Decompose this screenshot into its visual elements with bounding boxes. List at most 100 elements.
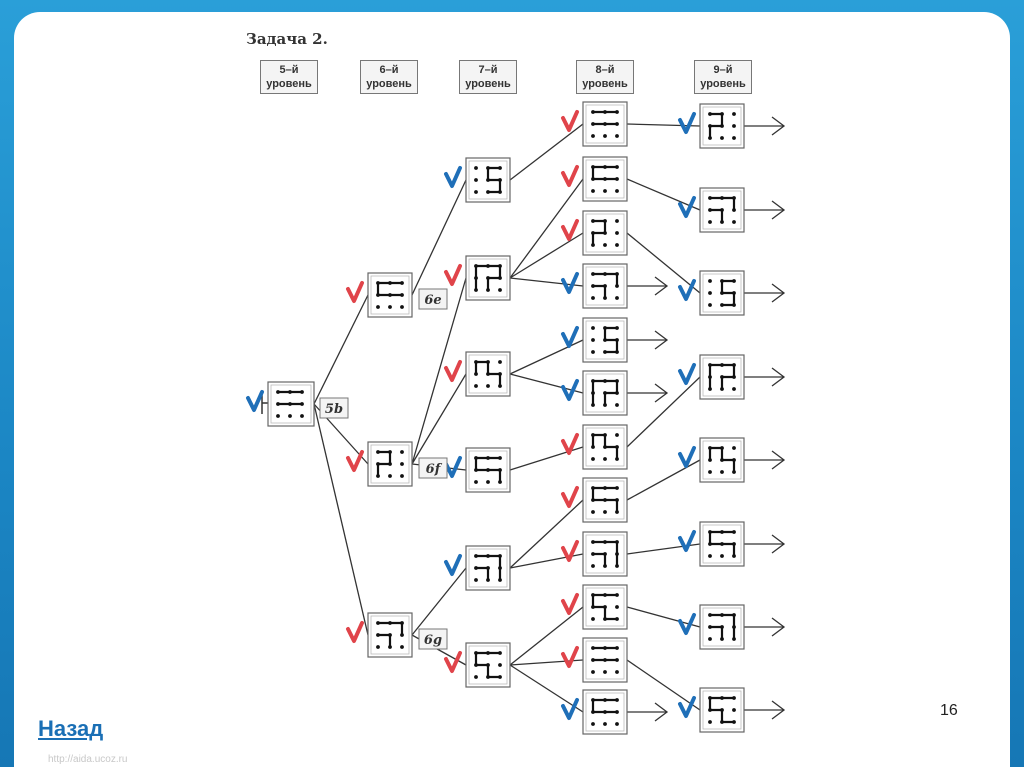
tree-edge [626,459,701,501]
blue-check-icon [678,613,696,635]
svg-text:5b: 5b [325,402,343,417]
blue-check-icon [678,279,696,301]
red-check-icon [561,219,579,241]
continuation-arrow [744,200,786,220]
tree-node [582,424,628,470]
tree-node [699,604,745,650]
red-check-icon [561,486,579,508]
blue-check-icon [444,554,462,576]
tree-node [367,441,413,487]
tree-edge [626,178,701,211]
tree-edge [626,376,701,448]
tree-node [582,210,628,256]
tree-node [367,272,413,318]
tree-node [582,689,628,735]
continuation-arrow [627,383,669,403]
node-label-5b: 5b [319,397,349,419]
tree-node [699,270,745,316]
tree-node [465,351,511,397]
tree-node [465,447,511,493]
continuation-arrow [744,367,786,387]
tree-edge [411,373,467,465]
page-number: 16 [940,702,958,719]
tree-edge [626,606,701,628]
root-bracket [261,392,268,414]
tree-node [582,477,628,523]
node-label-6f: 6f [418,457,448,479]
tree-edge [509,123,584,181]
node-label-6e: 6e [418,288,448,310]
continuation-arrow [744,116,786,136]
tree-edge [509,373,584,394]
tree-edge [509,178,584,279]
task-title: Задача 2. [246,30,328,48]
blue-check-icon [678,696,696,718]
red-check-icon [561,110,579,132]
back-link[interactable]: Назад [38,716,104,741]
red-check-icon [444,651,462,673]
blue-check-icon [678,446,696,468]
svg-text:6g: 6g [424,633,442,648]
tree-edge [509,339,584,375]
tree-node [582,156,628,202]
red-check-icon [561,593,579,615]
continuation-arrow [744,283,786,303]
tree-edge [509,232,584,279]
tree-node [699,437,745,483]
blue-check-icon [678,363,696,385]
tree-node [582,370,628,416]
tree-node [699,687,745,733]
tree-edge [509,664,584,713]
continuation-arrow [627,276,669,296]
continuation-arrow [744,534,786,554]
tree-edge [411,179,467,296]
tree-node [582,317,628,363]
blue-check-icon [246,390,264,412]
red-check-icon [346,450,364,472]
tree-edge [509,606,584,666]
tree-node [465,255,511,301]
tree-node [582,584,628,630]
blue-check-icon [561,272,579,294]
tree-node [367,612,413,658]
tree-node [267,381,315,427]
tree-node [582,637,628,683]
node-label-6g: 6g [418,628,448,650]
svg-text:6f: 6f [426,462,443,477]
blue-check-icon [678,112,696,134]
tree-edge [509,499,584,569]
red-check-icon [561,646,579,668]
blue-check-icon [561,379,579,401]
blue-check-icon [444,166,462,188]
continuation-arrow [744,450,786,470]
tree-node [582,101,628,147]
tree-node [699,354,745,400]
tree-node [699,103,745,149]
tree-node [582,531,628,577]
continuation-arrow [744,617,786,637]
red-check-icon [346,621,364,643]
tree-node [582,263,628,309]
tree-node [465,157,511,203]
tree-edge [626,232,701,294]
blue-check-icon [444,456,462,478]
continuation-arrow [627,330,669,350]
tree-edge [411,567,467,636]
blue-check-icon [561,326,579,348]
tree-edge [313,294,369,405]
continuation-arrow [627,702,669,722]
tree-edge [626,659,701,711]
tree-edge [411,277,467,465]
tree-node [699,521,745,567]
red-check-icon [346,281,364,303]
tree-edge [313,403,369,636]
svg-text:6e: 6e [424,293,441,308]
tree-node [699,187,745,233]
red-check-icon [561,165,579,187]
blue-check-icon [678,196,696,218]
red-check-icon [444,360,462,382]
